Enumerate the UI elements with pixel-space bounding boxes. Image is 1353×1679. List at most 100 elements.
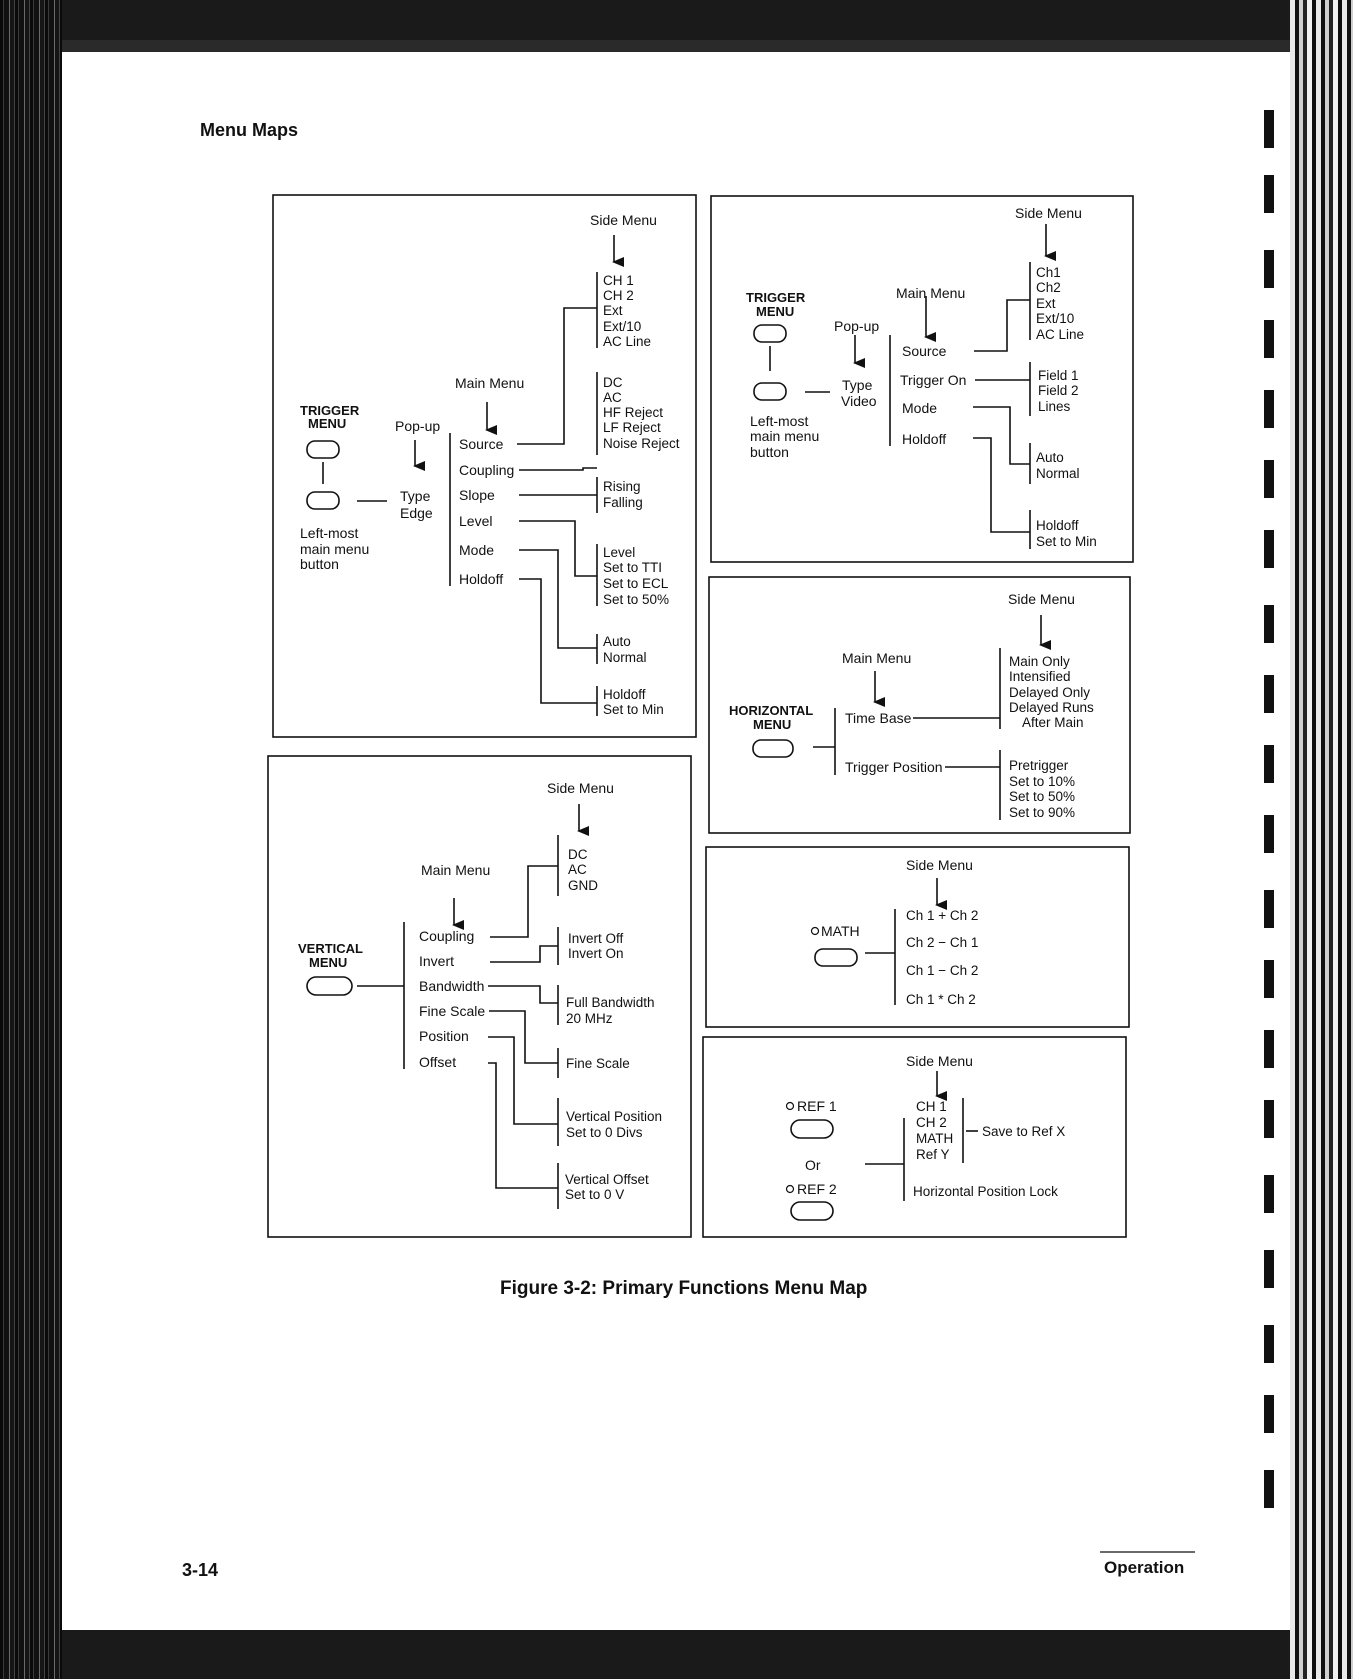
side-menu-item[interactable]: Auto (603, 634, 631, 649)
side-menu-item[interactable]: Vertical Offset (565, 1172, 649, 1187)
side-menu-item[interactable]: Ext (603, 303, 623, 318)
main-menu-item[interactable]: Trigger Position (845, 759, 943, 775)
side-menu-label: Side Menu (590, 212, 657, 228)
side-menu-item[interactable]: Ext/10 (603, 319, 641, 334)
side-menu-item[interactable]: Ch1 (1036, 265, 1061, 280)
side-menu-item[interactable]: HF Reject (603, 405, 663, 420)
main-menu-item[interactable]: Position (419, 1028, 469, 1044)
side-menu-item[interactable]: Delayed Only (1009, 685, 1090, 700)
thumb-index-tab (1264, 1250, 1274, 1288)
thumb-index-tab (1264, 1395, 1274, 1433)
side-menu-item[interactable]: DC (568, 847, 588, 862)
side-menu-item[interactable]: CH 2 (603, 288, 634, 303)
side-menu-item[interactable]: Normal (603, 650, 647, 665)
side-menu-item[interactable]: Normal (1036, 466, 1080, 481)
left-most-menu-button-icon[interactable] (306, 491, 340, 510)
main-menu-item[interactable]: Invert (419, 953, 454, 969)
vertical-menu-button-icon[interactable] (306, 976, 353, 996)
side-menu-item[interactable]: Horizontal Position Lock (913, 1184, 1058, 1199)
side-menu-item[interactable]: Set to TTI (603, 560, 662, 575)
main-menu-item[interactable]: Holdoff (902, 431, 946, 447)
side-menu-item[interactable]: Ext (1036, 296, 1056, 311)
main-menu-item[interactable]: Level (459, 513, 492, 529)
main-menu-item[interactable]: Mode (459, 542, 494, 558)
side-menu-item[interactable]: AC (603, 390, 622, 405)
side-menu-item[interactable]: Main Only (1009, 654, 1070, 669)
scan-edge-top (62, 40, 1290, 52)
side-menu-item[interactable]: Ch 2 − Ch 1 (906, 935, 978, 950)
main-menu-item[interactable]: Time Base (845, 710, 912, 726)
side-menu-item[interactable]: CH 1 (916, 1099, 947, 1114)
side-menu-item[interactable]: Set to 50% (1009, 789, 1075, 804)
button-caption: button (750, 444, 789, 460)
side-menu-item[interactable]: Set to Min (1036, 534, 1097, 549)
side-menu-item[interactable]: Holdoff (1036, 518, 1079, 533)
side-menu-item[interactable]: Set to 0 V (565, 1187, 624, 1202)
side-menu-item[interactable]: Holdoff (603, 687, 646, 702)
ref2-button-icon[interactable] (790, 1201, 834, 1221)
main-menu-item[interactable]: Trigger On (900, 372, 966, 388)
side-menu-item[interactable]: Auto (1036, 450, 1064, 465)
side-menu-item[interactable]: Field 1 (1038, 368, 1079, 383)
side-menu-item[interactable]: Set to 50% (603, 592, 669, 607)
trigger-menu-button-icon[interactable] (306, 440, 340, 459)
side-menu-item[interactable]: CH 2 (916, 1115, 947, 1130)
side-menu-item[interactable]: Set to 0 Divs (566, 1125, 643, 1140)
side-menu-item[interactable]: Save to Ref X (982, 1124, 1065, 1139)
side-menu-item[interactable]: Falling (603, 495, 643, 510)
main-menu-item[interactable]: Fine Scale (419, 1003, 485, 1019)
main-menu-item[interactable]: Mode (902, 400, 937, 416)
side-menu-item[interactable]: Set to Min (603, 702, 664, 717)
side-menu-item[interactable]: Lines (1038, 399, 1071, 414)
button-caption: button (300, 556, 339, 572)
main-menu-item[interactable]: Coupling (459, 462, 514, 478)
side-menu-item[interactable]: Pretrigger (1009, 758, 1069, 773)
side-menu-item[interactable]: Ext/10 (1036, 311, 1074, 326)
side-menu-item[interactable]: Set to 10% (1009, 774, 1075, 789)
side-menu-item[interactable]: Ch 1 − Ch 2 (906, 963, 978, 978)
side-menu-item[interactable]: DC (603, 375, 623, 390)
main-menu-item[interactable]: Coupling (419, 928, 474, 944)
side-menu-item[interactable]: GND (568, 878, 598, 893)
side-menu-item[interactable]: Ref Y (916, 1147, 950, 1162)
main-menu-item[interactable]: Holdoff (459, 571, 503, 587)
side-menu-item[interactable]: AC Line (1036, 327, 1084, 342)
side-menu-item[interactable]: Invert Off (568, 931, 624, 946)
side-menu-item[interactable]: 20 MHz (566, 1011, 613, 1026)
side-menu-item[interactable]: Rising (603, 479, 641, 494)
scan-edge-right (1290, 0, 1353, 1679)
side-menu-item[interactable]: Full Bandwidth (566, 995, 655, 1010)
side-menu-item[interactable]: Noise Reject (603, 436, 680, 451)
side-menu-item[interactable]: Ch2 (1036, 280, 1061, 295)
side-menu-item[interactable]: Delayed Runs (1009, 700, 1094, 715)
side-menu-item[interactable]: LF Reject (603, 420, 661, 435)
main-menu-item[interactable]: Bandwidth (419, 978, 484, 994)
side-menu-item[interactable]: After Main (1022, 715, 1084, 730)
main-menu-item[interactable]: Offset (419, 1054, 456, 1070)
side-menu-item[interactable]: Set to 90% (1009, 805, 1075, 820)
side-menu-item[interactable]: AC Line (603, 334, 651, 349)
side-menu-item[interactable]: AC (568, 862, 587, 877)
left-most-menu-button-icon[interactable] (753, 382, 787, 401)
side-menu-item[interactable]: Field 2 (1038, 383, 1079, 398)
side-menu-item[interactable]: Level (603, 545, 635, 560)
math-button-icon[interactable] (814, 948, 858, 967)
horizontal-menu-button-icon[interactable] (752, 739, 794, 758)
main-menu-item[interactable]: Slope (459, 487, 495, 503)
ref1-button-icon[interactable] (790, 1119, 834, 1139)
side-menu-item[interactable]: MATH (916, 1131, 953, 1146)
side-menu-item[interactable]: Fine Scale (566, 1056, 630, 1071)
trigger-menu-label: TRIGGER (300, 403, 360, 418)
side-menu-item[interactable]: Ch 1 * Ch 2 (906, 992, 976, 1007)
main-menu-item[interactable]: Source (459, 436, 504, 452)
side-menu-item[interactable]: Invert On (568, 946, 624, 961)
side-menu-item[interactable]: CH 1 (603, 273, 634, 288)
side-menu-item[interactable]: Vertical Position (566, 1109, 662, 1124)
side-menu-item[interactable]: Intensified (1009, 669, 1071, 684)
side-menu-item[interactable]: Set to ECL (603, 576, 669, 591)
trigger-menu-button-icon[interactable] (753, 324, 787, 343)
side-menu-item[interactable]: Ch 1 + Ch 2 (906, 908, 978, 923)
section-title: Menu Maps (200, 120, 299, 140)
main-menu-item[interactable]: Source (902, 343, 947, 359)
